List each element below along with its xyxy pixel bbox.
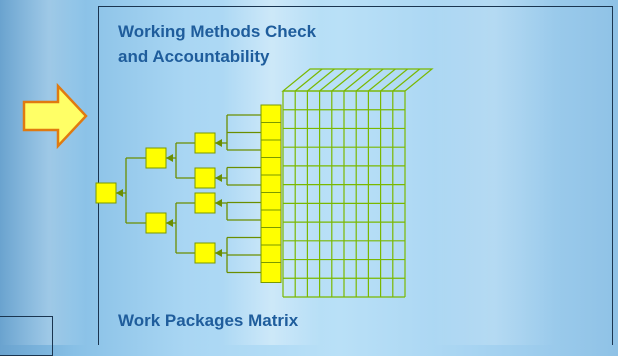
grid-top-line [380,68,408,92]
diagram-caption: Work Packages Matrix [118,311,299,330]
title-line-1: Working Methods Check [118,22,317,41]
connector-arrowhead [116,189,123,197]
level2-box [145,212,167,234]
grid-top-line [319,68,347,92]
connector-arrowhead [215,199,222,207]
grid-top-line [368,68,396,92]
grid-top-line [294,68,323,92]
connector-arrowhead [166,154,173,162]
level3-box [194,192,216,214]
connector-arrowhead [166,219,173,227]
connector-arrowhead [215,174,222,182]
grid-top-line [343,68,372,92]
connector-arrowhead [215,139,222,147]
right-arrow-icon [22,82,88,150]
title-line-2: and Accountability [118,47,270,66]
wbs-diagram [22,68,434,298]
root-box [95,182,117,204]
leaf-box [260,262,282,283]
level2-box [145,147,167,169]
tree-connectors [116,114,261,274]
grid-top-line [355,68,384,92]
grid-top-line [307,68,335,92]
grid-top-line [331,68,360,92]
connector-arrowhead [215,249,222,257]
level3-box [194,167,216,189]
level3-box [194,132,216,154]
work-package-grid [281,68,434,298]
tree-boxes [95,104,282,283]
content-panel [98,6,613,345]
grid-top-line [392,68,421,92]
level3-box [194,242,216,264]
